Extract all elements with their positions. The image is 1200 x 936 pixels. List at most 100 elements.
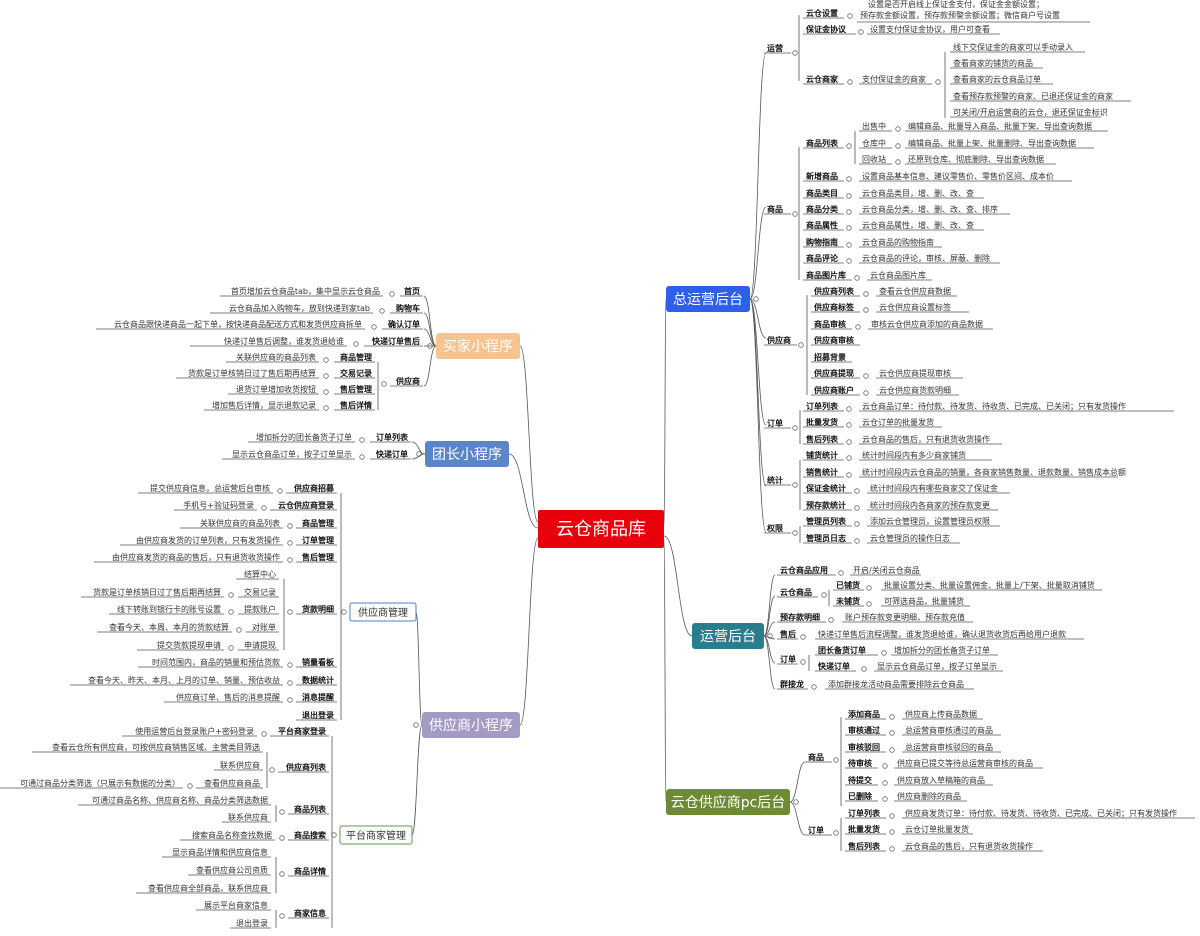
node-s9: 供应商已提交等待总运营商审核的商品 (897, 758, 1033, 768)
node-r47: 供应商账户 (813, 385, 854, 395)
node-r20: 回收站 (862, 154, 886, 164)
node-r24: 商品类目 (806, 188, 838, 198)
node-r53: 云仓订单的批量发货 (862, 417, 934, 427)
node-r3: 设置是否开启线上保证金支付，保证金金额设置； (868, 0, 1044, 9)
node-s6: 审核驳回 (848, 742, 880, 752)
node-r55: 云仓商品的售后，只有退货收货操作 (862, 434, 990, 444)
hub-h2[interactable]: 平台商家管理 (339, 825, 413, 845)
node-p5: 商品管理 (302, 518, 334, 528)
branch-b6-box[interactable] (422, 712, 520, 738)
node-p13: 交易记录 (244, 587, 276, 597)
node-s3: 供应商上传商品数据 (905, 709, 977, 719)
node-p10: 由供应商发货的商品的售后，只有退货收货操作 (112, 552, 280, 562)
node-p3: 云仓供应商登录 (278, 500, 334, 510)
center-node-box[interactable] (538, 510, 664, 548)
branch-b2[interactable]: 运营后台 (692, 623, 764, 649)
node-r4: 预存款金额设置，预存款预警余额设置；微信商户号设置 (860, 10, 1060, 20)
node-s20: 云仓商品的售后，只有退货收货操作 (905, 841, 1033, 851)
node-m14: 售后管理 (339, 384, 372, 394)
node-r33: 云仓商品的评论，审核、屏蔽、删除 (862, 253, 990, 263)
node-r39: 供应商标签 (813, 302, 855, 312)
branch-b2-box[interactable] (692, 623, 764, 649)
node-r41: 商品审核 (814, 319, 846, 329)
node-q3: 供应商列表 (285, 762, 327, 772)
node-r19: 编辑商品、批量上架、批量删除、导出查询数据 (908, 138, 1076, 148)
node-r12: 查看预存款预警的商家、已退还保证金的商家 (953, 91, 1113, 101)
node-r16: 出售中 (862, 121, 886, 131)
node-m4: 云仓商品加入购物车，放到快递到家tab (229, 303, 370, 313)
node-s16: 供应商发货订单：待付款、待发货、待收货、已完成、已关闭；只有发货操作 (905, 808, 1177, 818)
node-r15: 商品列表 (806, 138, 839, 148)
branch-b5[interactable]: 团长小程序 (425, 441, 509, 467)
hub-h1[interactable]: 供应商管理 (349, 602, 417, 622)
node-o11: 快递订单售后流程调整，谁发货退给谁，确认退货收货后再给用户退款 (818, 629, 1066, 639)
connectors (0, 13, 1195, 929)
node-q2: 使用运营后台登录账户+密码登录 (135, 726, 254, 736)
branch-b2-label: 运营后台 (700, 629, 756, 645)
node-q15: 查看供应商公司资质 (196, 865, 268, 875)
node-q10: 联系供应商 (228, 812, 268, 822)
node-m7: 快递订单售后 (372, 336, 420, 346)
node-r5: 保证金协议 (805, 24, 847, 34)
node-g3: 快递订单 (376, 449, 408, 459)
center-node[interactable]: 云仓商品库 (538, 510, 664, 548)
node-m9: 供应商 (395, 376, 420, 386)
node-r45: 供应商提现 (813, 368, 854, 378)
node-g1: 订单列表 (376, 432, 409, 442)
branch-b3-box[interactable] (666, 789, 790, 815)
node-p24: 查看今天、昨天、本月、上月的订单、销量、预估收益 (88, 675, 280, 685)
node-o15: 快递订单 (818, 661, 850, 671)
node-r1: 运营 (767, 43, 783, 53)
node-s12: 已删除 (848, 791, 873, 801)
branch-b5-box[interactable] (425, 441, 509, 467)
node-o1: 云仓商品应用 (780, 565, 828, 575)
node-p21: 销量看板 (302, 657, 335, 667)
node-p27: 退出登录 (302, 710, 334, 720)
node-q12: 搜索商品名称查找数据 (192, 830, 272, 840)
hub-h1-box[interactable] (349, 602, 417, 622)
node-p15: 提款账户 (244, 604, 276, 614)
node-s19: 售后列表 (847, 841, 881, 851)
branch-b4[interactable]: 买家小程序 (436, 333, 520, 359)
node-p7: 订单管理 (302, 535, 334, 545)
node-r43: 供应商审核 (813, 335, 854, 345)
node-r36: 供应商 (766, 335, 791, 345)
node-r56: 统计 (767, 475, 783, 485)
branch-b1-box[interactable] (666, 286, 750, 312)
node-r62: 统计时间段内有哪些商家交了保证金 (870, 483, 998, 493)
node-r27: 云仓商品分类，增、删、改、查、排序 (862, 204, 998, 214)
node-p11: 货款明细 (301, 604, 334, 614)
node-s17: 批量发货 (848, 824, 880, 834)
branch-b3-label: 云仓供应商pc后台 (671, 794, 786, 811)
node-m11: 关联供应商的商品列表 (236, 352, 316, 362)
node-p2: 提交供应商信息，总运营后台审核 (150, 483, 270, 493)
node-r38: 查看云仓供应商数据 (879, 286, 951, 296)
node-m16: 售后详情 (339, 400, 372, 410)
branch-b1[interactable]: 总运营后台 (666, 286, 750, 312)
node-q18: 展示平台商家信息 (204, 900, 268, 910)
node-r54: 售后列表 (805, 434, 839, 444)
node-r58: 统计时间段内有多少商家铺货 (862, 450, 966, 460)
branch-b6[interactable]: 供应商小程序 (422, 712, 520, 738)
branch-b3[interactable]: 云仓供应商pc后台 (666, 789, 790, 815)
node-o10: 售后 (779, 629, 796, 639)
node-p12: 结算中心 (244, 569, 276, 579)
node-o4: 已铺货 (836, 580, 860, 590)
node-o14: 增加拆分的团长备货子订单 (894, 645, 990, 655)
node-s15: 订单列表 (848, 808, 881, 818)
node-r37: 供应商列表 (813, 286, 855, 296)
node-r35: 云仓商品图片库 (870, 270, 926, 280)
node-g2: 增加拆分的团长备货子订单 (256, 432, 352, 442)
node-m15: 退货订单增加收货按钮 (236, 384, 316, 394)
node-s7: 总运营商审核驳回的商品 (905, 742, 993, 752)
node-q7: 可通过商品分类筛选（只展示有数据的分类） (20, 778, 180, 788)
node-p26: 供应商订单、售后的消息提醒 (176, 692, 280, 702)
node-r46: 云仓供应商提现审核 (879, 368, 951, 378)
node-q19: 退出登录 (236, 918, 268, 928)
node-o9: 账户预存款变更明细，预存款充值 (845, 612, 965, 622)
node-s2: 添加商品 (848, 709, 880, 719)
node-m13: 货款是订单核销日过了售后期再结算 (188, 368, 316, 378)
node-r23: 设置商品基本信息、建议零售价、零售价区间、成本价 (862, 171, 1054, 181)
hub-h2-box[interactable] (339, 825, 413, 845)
branch-b4-box[interactable] (436, 333, 520, 359)
